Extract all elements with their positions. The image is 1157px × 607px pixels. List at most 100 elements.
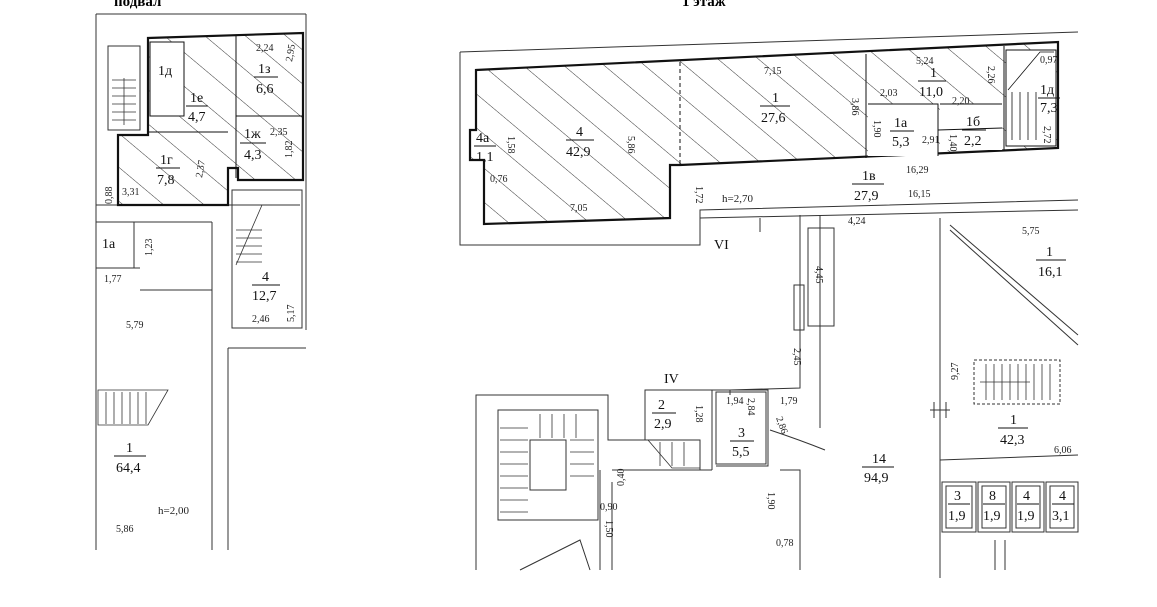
dimension: 1,90 — [871, 120, 882, 138]
room-area: 6,6 — [256, 82, 274, 97]
dimension: 2,26 — [985, 66, 996, 84]
ceiling-height: h=2,70 — [722, 193, 753, 205]
room-area: 12,7 — [252, 289, 277, 304]
floor1-title: 1 этаж — [682, 0, 726, 10]
dimension: 1,40 — [947, 134, 958, 152]
room-label: 1в — [862, 169, 876, 184]
dimension: 5,86 — [625, 136, 636, 154]
room-label: 4 — [1023, 489, 1030, 504]
dimension: 1,28 — [693, 405, 704, 423]
dimension: 2,84 — [745, 398, 756, 416]
dimension: 9,27 — [950, 363, 961, 381]
dimension: 3,86 — [849, 98, 860, 116]
room-label: 8 — [989, 489, 996, 504]
dimension: 1,79 — [780, 396, 798, 407]
dimension: 7,05 — [570, 203, 588, 214]
dimension: 2,24 — [256, 43, 274, 54]
room-label: 1 — [1046, 245, 1053, 260]
room-label: 1 — [126, 441, 133, 456]
dimension: 0,76 — [490, 174, 508, 185]
room-area: 94,9 — [864, 471, 889, 486]
dimension: 0,40 — [616, 469, 627, 487]
dimension: 2,91 — [922, 135, 940, 146]
dimension: 1,50 — [603, 520, 614, 538]
room-area: 64,4 — [116, 461, 141, 476]
room-label: 3 — [954, 489, 961, 504]
dimension: 2,37 — [194, 159, 208, 178]
room-area: 11,0 — [919, 85, 943, 100]
axis-label: IV — [664, 372, 679, 387]
dimension: 1,77 — [104, 274, 122, 285]
room-label: 1 — [1010, 413, 1017, 428]
dimension: 3,31 — [122, 187, 140, 198]
dimension: 16,15 — [908, 189, 931, 200]
room-label: 1г — [160, 153, 173, 168]
room-label: 2 — [658, 398, 665, 413]
room-label: 4а — [476, 131, 490, 146]
dimension: 5,17 — [286, 305, 297, 323]
room-area: 1,9 — [983, 509, 1001, 524]
dimension: 1,23 — [144, 239, 155, 257]
floor1-hatched-rooms — [468, 40, 1060, 226]
room-area: 1,9 — [948, 509, 966, 524]
dimension: 2,86 — [773, 415, 789, 435]
room-area: 5,5 — [732, 445, 750, 460]
room-label: 1 — [930, 66, 937, 81]
basement-title: подвал — [114, 0, 162, 10]
room-label: 4 — [1059, 489, 1066, 504]
dimension: 5,79 — [126, 320, 144, 331]
dimension: 2,45 — [791, 348, 802, 366]
dimension: 4,45 — [813, 266, 824, 284]
room-label: 1д — [158, 64, 172, 79]
dimension: 1,58 — [505, 136, 516, 154]
room-label: 1з — [258, 62, 271, 77]
dimension: 1,82 — [284, 141, 295, 159]
dimension: 0,78 — [776, 538, 794, 549]
dimension: 5,24 — [916, 56, 934, 67]
dimension: 7,15 — [764, 66, 782, 77]
room-area: 3,1 — [1052, 509, 1070, 524]
dimension: 2,95 — [284, 43, 298, 62]
room-label: 1а — [894, 116, 908, 131]
dimension: 1,72 — [693, 186, 704, 204]
room-area: 7,8 — [157, 173, 175, 188]
room-area: 1,1 — [476, 150, 494, 165]
room-label: 1а — [102, 237, 116, 252]
dimension: 2,46 — [252, 314, 270, 325]
room-label: 1б — [966, 115, 980, 130]
dimension: 1,90 — [765, 492, 776, 510]
room-label: 4 — [576, 125, 583, 140]
dimension: 0,90 — [600, 502, 618, 513]
room-area: 27,9 — [854, 189, 879, 204]
room-area: 2,9 — [654, 417, 672, 432]
room-area: 5,3 — [892, 135, 910, 150]
room-area: 2,2 — [964, 134, 982, 149]
dimension: 5,86 — [116, 524, 134, 535]
ceiling-height: h=2,00 — [158, 505, 189, 517]
room-area: 1,9 — [1017, 509, 1035, 524]
room-area: 27,6 — [761, 111, 786, 126]
room-area: 16,1 — [1038, 265, 1063, 280]
dimension: 16,29 — [906, 165, 929, 176]
room-area: 4,7 — [188, 110, 206, 125]
room-label: 1д — [1040, 83, 1054, 98]
room-label: 1е — [190, 91, 203, 106]
room-area: 42,9 — [566, 145, 591, 160]
dimension: 0,97 — [1040, 55, 1058, 66]
dimension: 6,06 — [1054, 445, 1072, 456]
basement-hatched-rooms — [116, 31, 305, 207]
basement-labels: 1д 1е 4,7 1з 6,6 1ж 4,3 1г 7,8 1а 4 12,7… — [102, 43, 298, 535]
dimension: 0,88 — [104, 187, 115, 205]
room-area: 7,3 — [1040, 101, 1058, 116]
axis-label: VI — [714, 238, 729, 253]
dimension: 4,24 — [848, 216, 866, 227]
dimension: 2,72 — [1041, 126, 1052, 144]
room-label: 14 — [872, 452, 886, 467]
room-area: 42,3 — [1000, 433, 1025, 448]
dimension: 2,35 — [270, 127, 288, 138]
basement-plan — [95, 13, 307, 550]
dimension: 2,03 — [880, 88, 898, 99]
dimension: 2,20 — [952, 96, 970, 107]
room-label: 4 — [262, 270, 269, 285]
room-label: 3 — [738, 426, 745, 441]
